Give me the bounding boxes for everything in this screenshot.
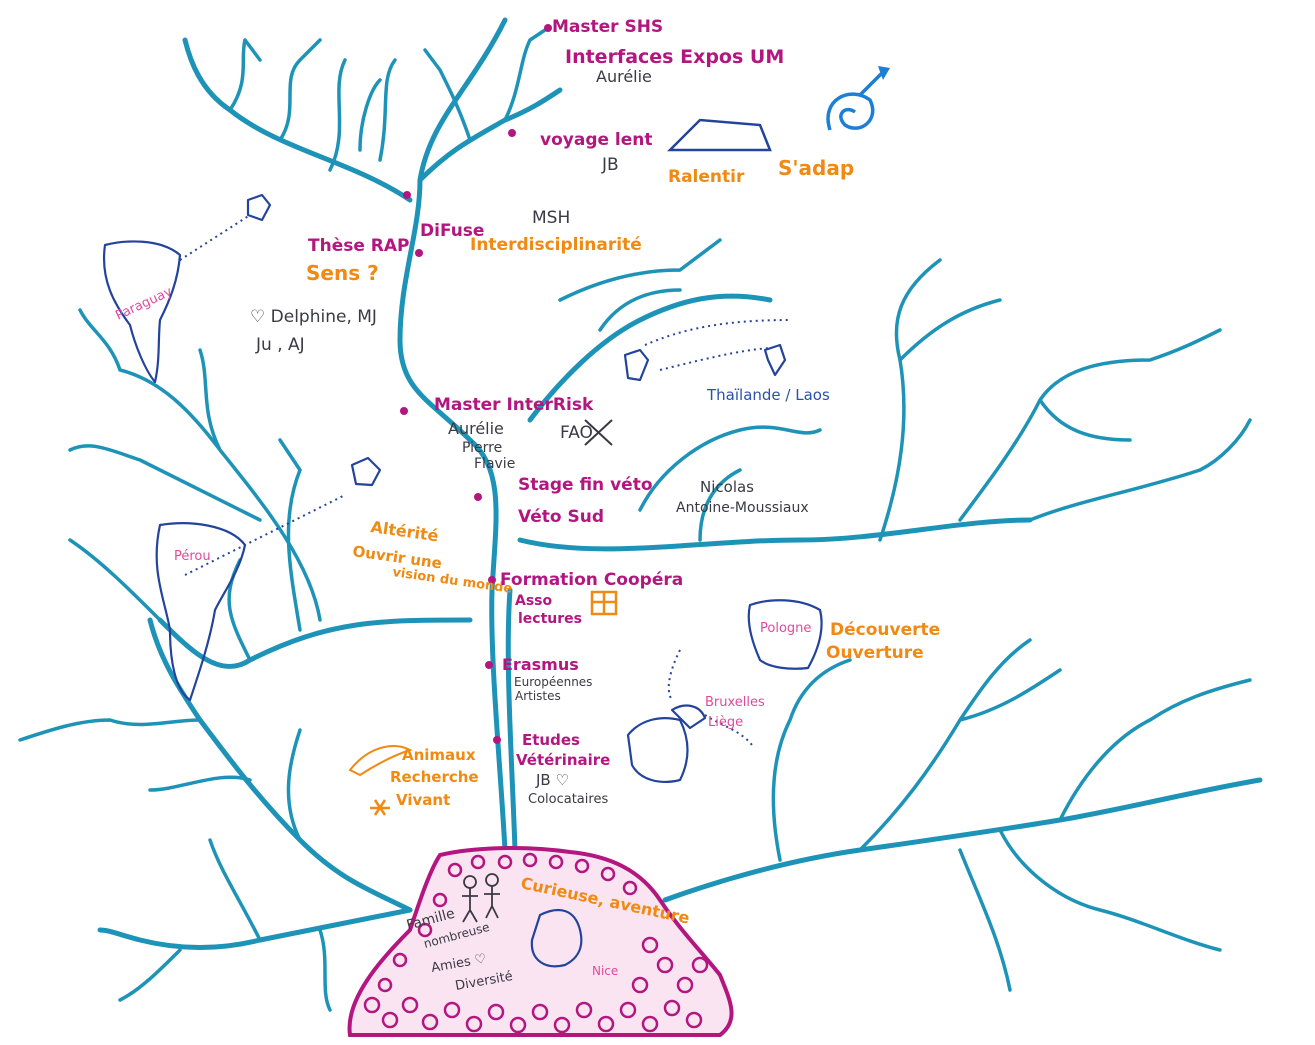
- label-aurelie-2: Aurélie: [448, 419, 504, 438]
- label-these-rap: Thèse RAP: [308, 236, 410, 256]
- label-formation-coopera: Formation Coopéra: [500, 570, 683, 590]
- roots-block: [347, 846, 734, 1037]
- label-pologne: Pologne: [760, 621, 811, 636]
- label-delphine-mj: ♡ Delphine, MJ: [250, 307, 377, 327]
- label-aurelie-1: Aurélie: [596, 67, 652, 86]
- label-master-shs: Master SHS: [552, 17, 663, 37]
- label-europeennes: Européennes: [514, 675, 592, 689]
- label-interfaces-expos-um: Interfaces Expos UM: [565, 46, 784, 68]
- label-msh: MSH: [532, 208, 570, 228]
- label-fao: FAO: [560, 423, 593, 443]
- label-vivant: Vivant: [396, 791, 450, 809]
- label-asso: Asso: [515, 593, 553, 609]
- label-difuse: DiFuse: [420, 221, 484, 241]
- tree-branches: [18, 17, 1263, 1012]
- label-alterite: Altérité: [369, 517, 439, 545]
- label-interdisciplinarite: Interdisciplinarité: [470, 235, 642, 255]
- label-veterinaire: Vétérinaire: [516, 751, 610, 769]
- labels-top: Master SHS Interfaces Expos UM Aurélie v…: [540, 17, 854, 187]
- label-master-interrisk: Master InterRisk: [434, 395, 594, 415]
- label-jb-1: JB: [601, 155, 619, 175]
- label-stage-fin-veto: Stage fin véto: [518, 475, 653, 495]
- label-paraguay: Paraguay: [113, 284, 175, 323]
- label-ju-aj: Ju , AJ: [255, 335, 305, 355]
- maps-and-doodles: [102, 66, 890, 816]
- label-sens: Sens ?: [306, 261, 379, 285]
- label-recherche: Recherche: [390, 768, 479, 786]
- label-flavie: Flavie: [474, 456, 515, 472]
- label-etudes: Etudes: [522, 731, 580, 749]
- label-pierre: Pierre: [462, 440, 502, 456]
- label-voyage-lent: voyage lent: [540, 130, 653, 150]
- labels-lower: Formation Coopéra Asso lectures Erasmus …: [390, 570, 940, 809]
- label-lectures: lectures: [518, 611, 582, 627]
- label-thailande-laos: Thaïlande / Laos: [706, 386, 830, 404]
- label-jb-2: JB ♡: [535, 771, 569, 789]
- label-antoine-moussiaux: Antoine-Moussiaux: [676, 500, 809, 516]
- label-erasmus: Erasmus: [502, 655, 579, 674]
- label-ralentir: Ralentir: [668, 167, 745, 187]
- label-liege: Liège: [708, 715, 743, 730]
- label-sadapter: S'adap: [778, 156, 854, 180]
- milestone-dots: [400, 24, 552, 744]
- label-decouverte: Découverte: [830, 620, 940, 640]
- label-animaux: Animaux: [402, 746, 476, 764]
- label-artistes: Artistes: [515, 689, 561, 703]
- label-nicolas: Nicolas: [700, 478, 754, 496]
- label-ouverture: Ouverture: [826, 643, 924, 663]
- label-veto-sud: Véto Sud: [518, 507, 604, 527]
- label-colocataires: Colocataires: [528, 792, 608, 807]
- labels-middle: Thèse RAP DiFuse MSH Interdisciplinarité…: [113, 208, 830, 597]
- label-bruxelles: Bruxelles: [705, 695, 765, 710]
- label-nice: Nice: [592, 964, 618, 978]
- label-perou: Pérou: [174, 549, 211, 564]
